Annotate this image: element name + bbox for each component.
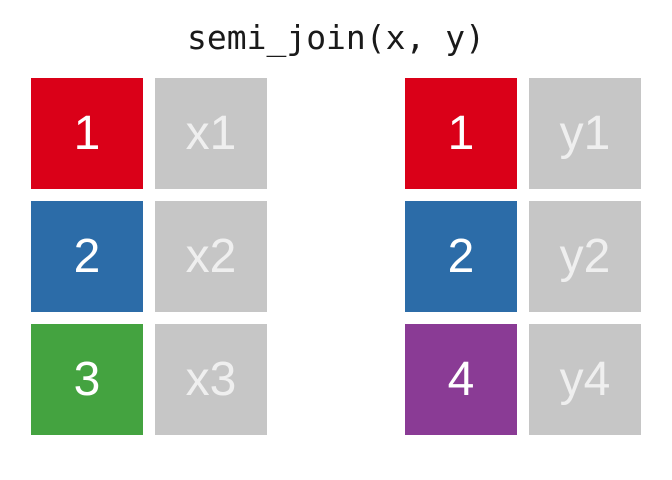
table-row: 2 y2 [405,201,641,312]
value-cell: x1 [155,78,267,189]
key-cell: 2 [405,201,517,312]
table-row: 3 x3 [31,324,267,435]
value-cell: y2 [529,201,641,312]
key-cell: 1 [31,78,143,189]
value-cell: x3 [155,324,267,435]
table-row: 1 y1 [405,78,641,189]
table-y: 1 y1 2 y2 4 y4 [405,78,641,435]
table-row: 2 x2 [31,201,267,312]
value-cell: y1 [529,78,641,189]
table-row: 4 y4 [405,324,641,435]
key-cell: 1 [405,78,517,189]
key-cell: 4 [405,324,517,435]
table-x: 1 x1 2 x2 3 x3 [31,78,267,435]
table-row: 1 x1 [31,78,267,189]
key-cell: 2 [31,201,143,312]
key-cell: 3 [31,324,143,435]
value-cell: y4 [529,324,641,435]
value-cell: x2 [155,201,267,312]
diagram-title: semi_join(x, y) [186,18,485,57]
